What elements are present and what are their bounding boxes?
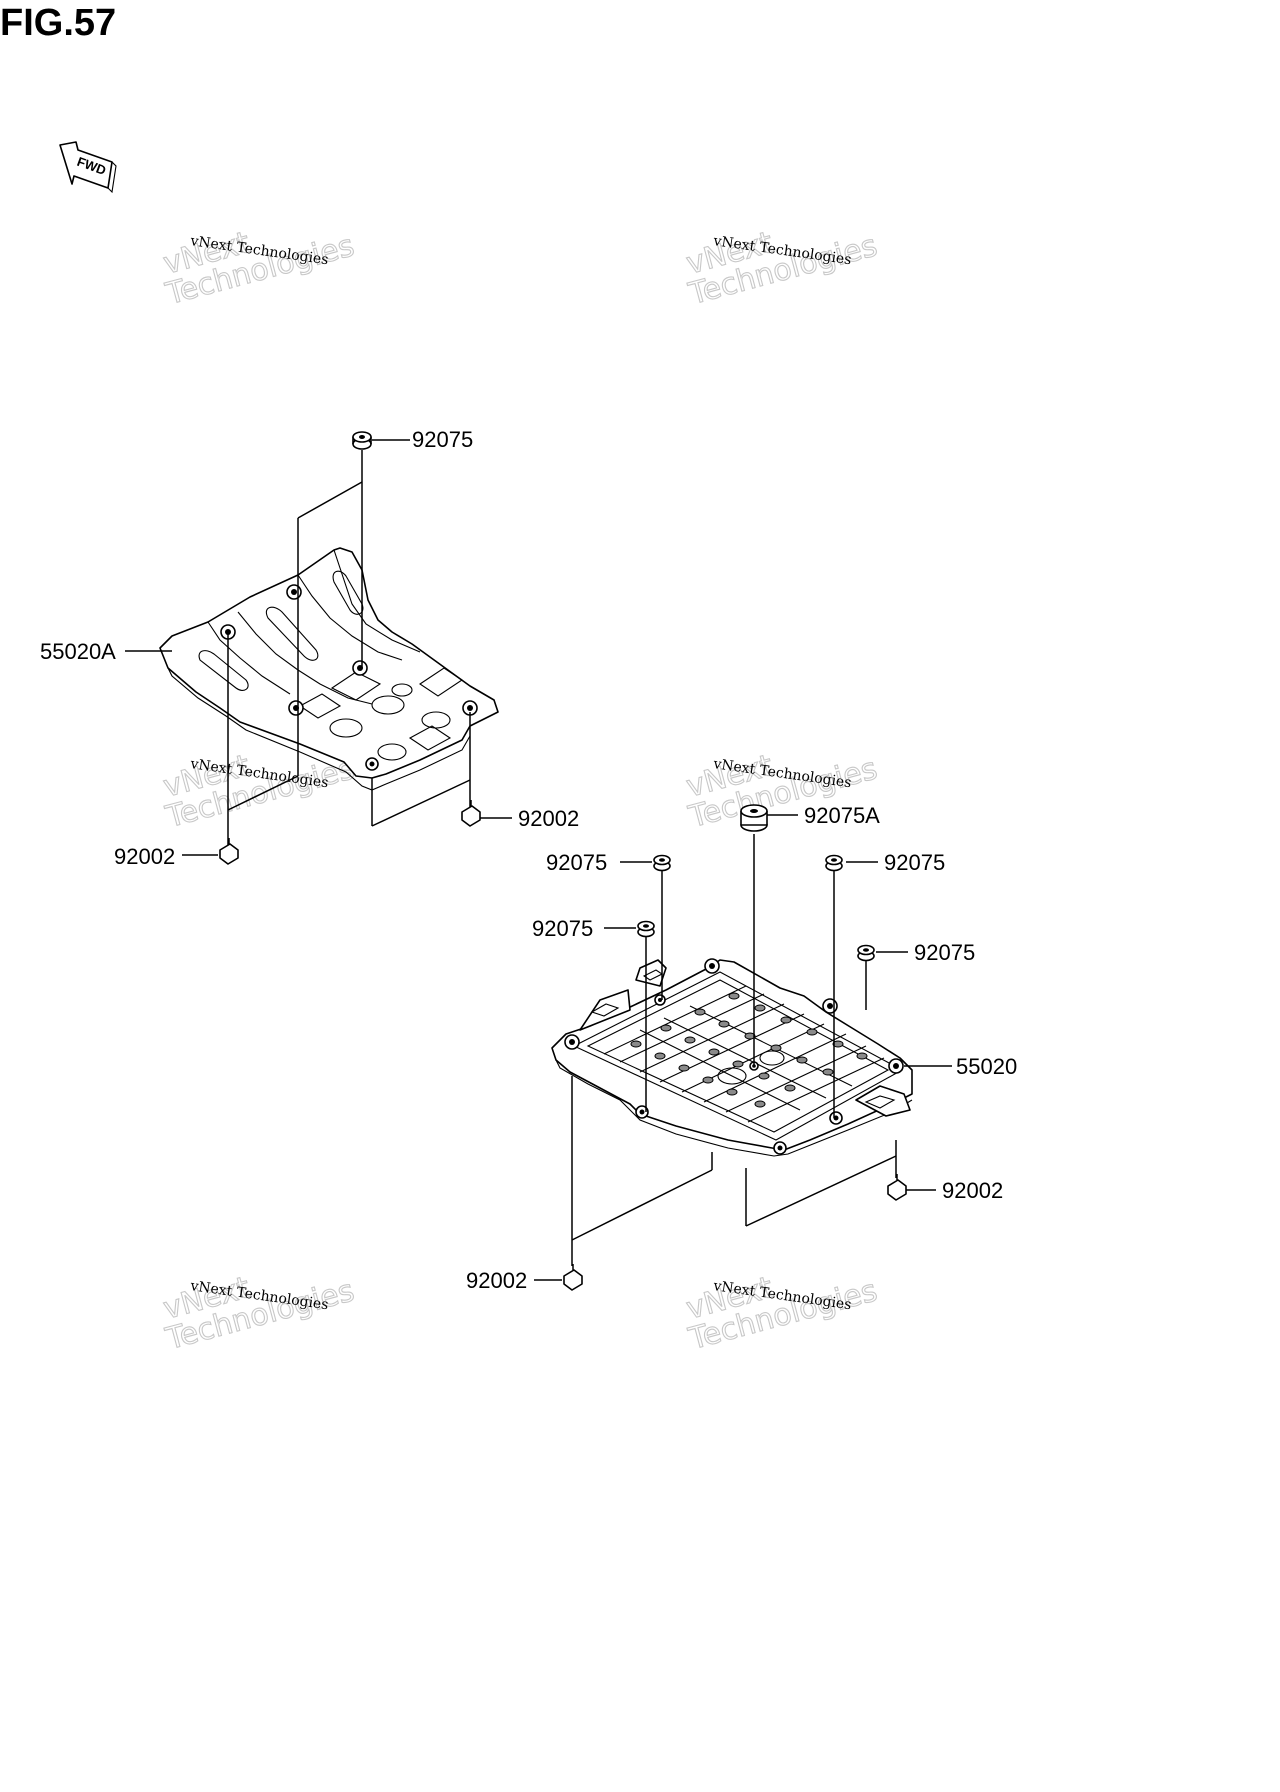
label-92075A: 92075A <box>804 803 880 828</box>
upper-leader-lines <box>125 439 512 856</box>
lower-leader-lines <box>534 814 952 1281</box>
label-92002-upper-right: 92002 <box>518 806 579 831</box>
label-55020: 55020 <box>956 1054 1017 1079</box>
lower-grommet-92075-b <box>637 920 655 938</box>
lower-skid-plate-55020 <box>551 958 913 1157</box>
upper-skid-plate-55020A <box>159 547 499 791</box>
label-55020A: 55020A <box>40 639 116 664</box>
lower-collar-92075A <box>740 804 768 832</box>
mount-boss <box>564 958 904 1155</box>
upper-bolt-92002-right <box>461 800 481 827</box>
slot-holes <box>630 992 868 1108</box>
upper-grommet-92075 <box>352 431 372 450</box>
label-92075-upper: 92075 <box>412 427 473 452</box>
figure-title: FIG.57 <box>0 2 117 44</box>
label-92075-lower-b: 92075 <box>532 916 593 941</box>
upper-bolt-92002-left <box>219 838 239 865</box>
label-92002-lower-right: 92002 <box>942 1178 1003 1203</box>
label-92075-lower-a: 92075 <box>546 850 607 875</box>
lower-grommet-92075-c <box>825 854 843 872</box>
lower-bolt-92002-left <box>563 1264 583 1291</box>
label-92075-lower-c: 92075 <box>884 850 945 875</box>
label-92002-lower-left: 92002 <box>466 1268 527 1293</box>
lower-grommet-92075-a <box>653 854 671 872</box>
lower-grommet-92075-d <box>857 944 875 962</box>
lower-bolt-92002-right <box>887 1174 907 1201</box>
label-92002-upper-left: 92002 <box>114 844 175 869</box>
fwd-arrow-icon: FWD <box>59 141 117 194</box>
label-92075-lower-d: 92075 <box>914 940 975 965</box>
